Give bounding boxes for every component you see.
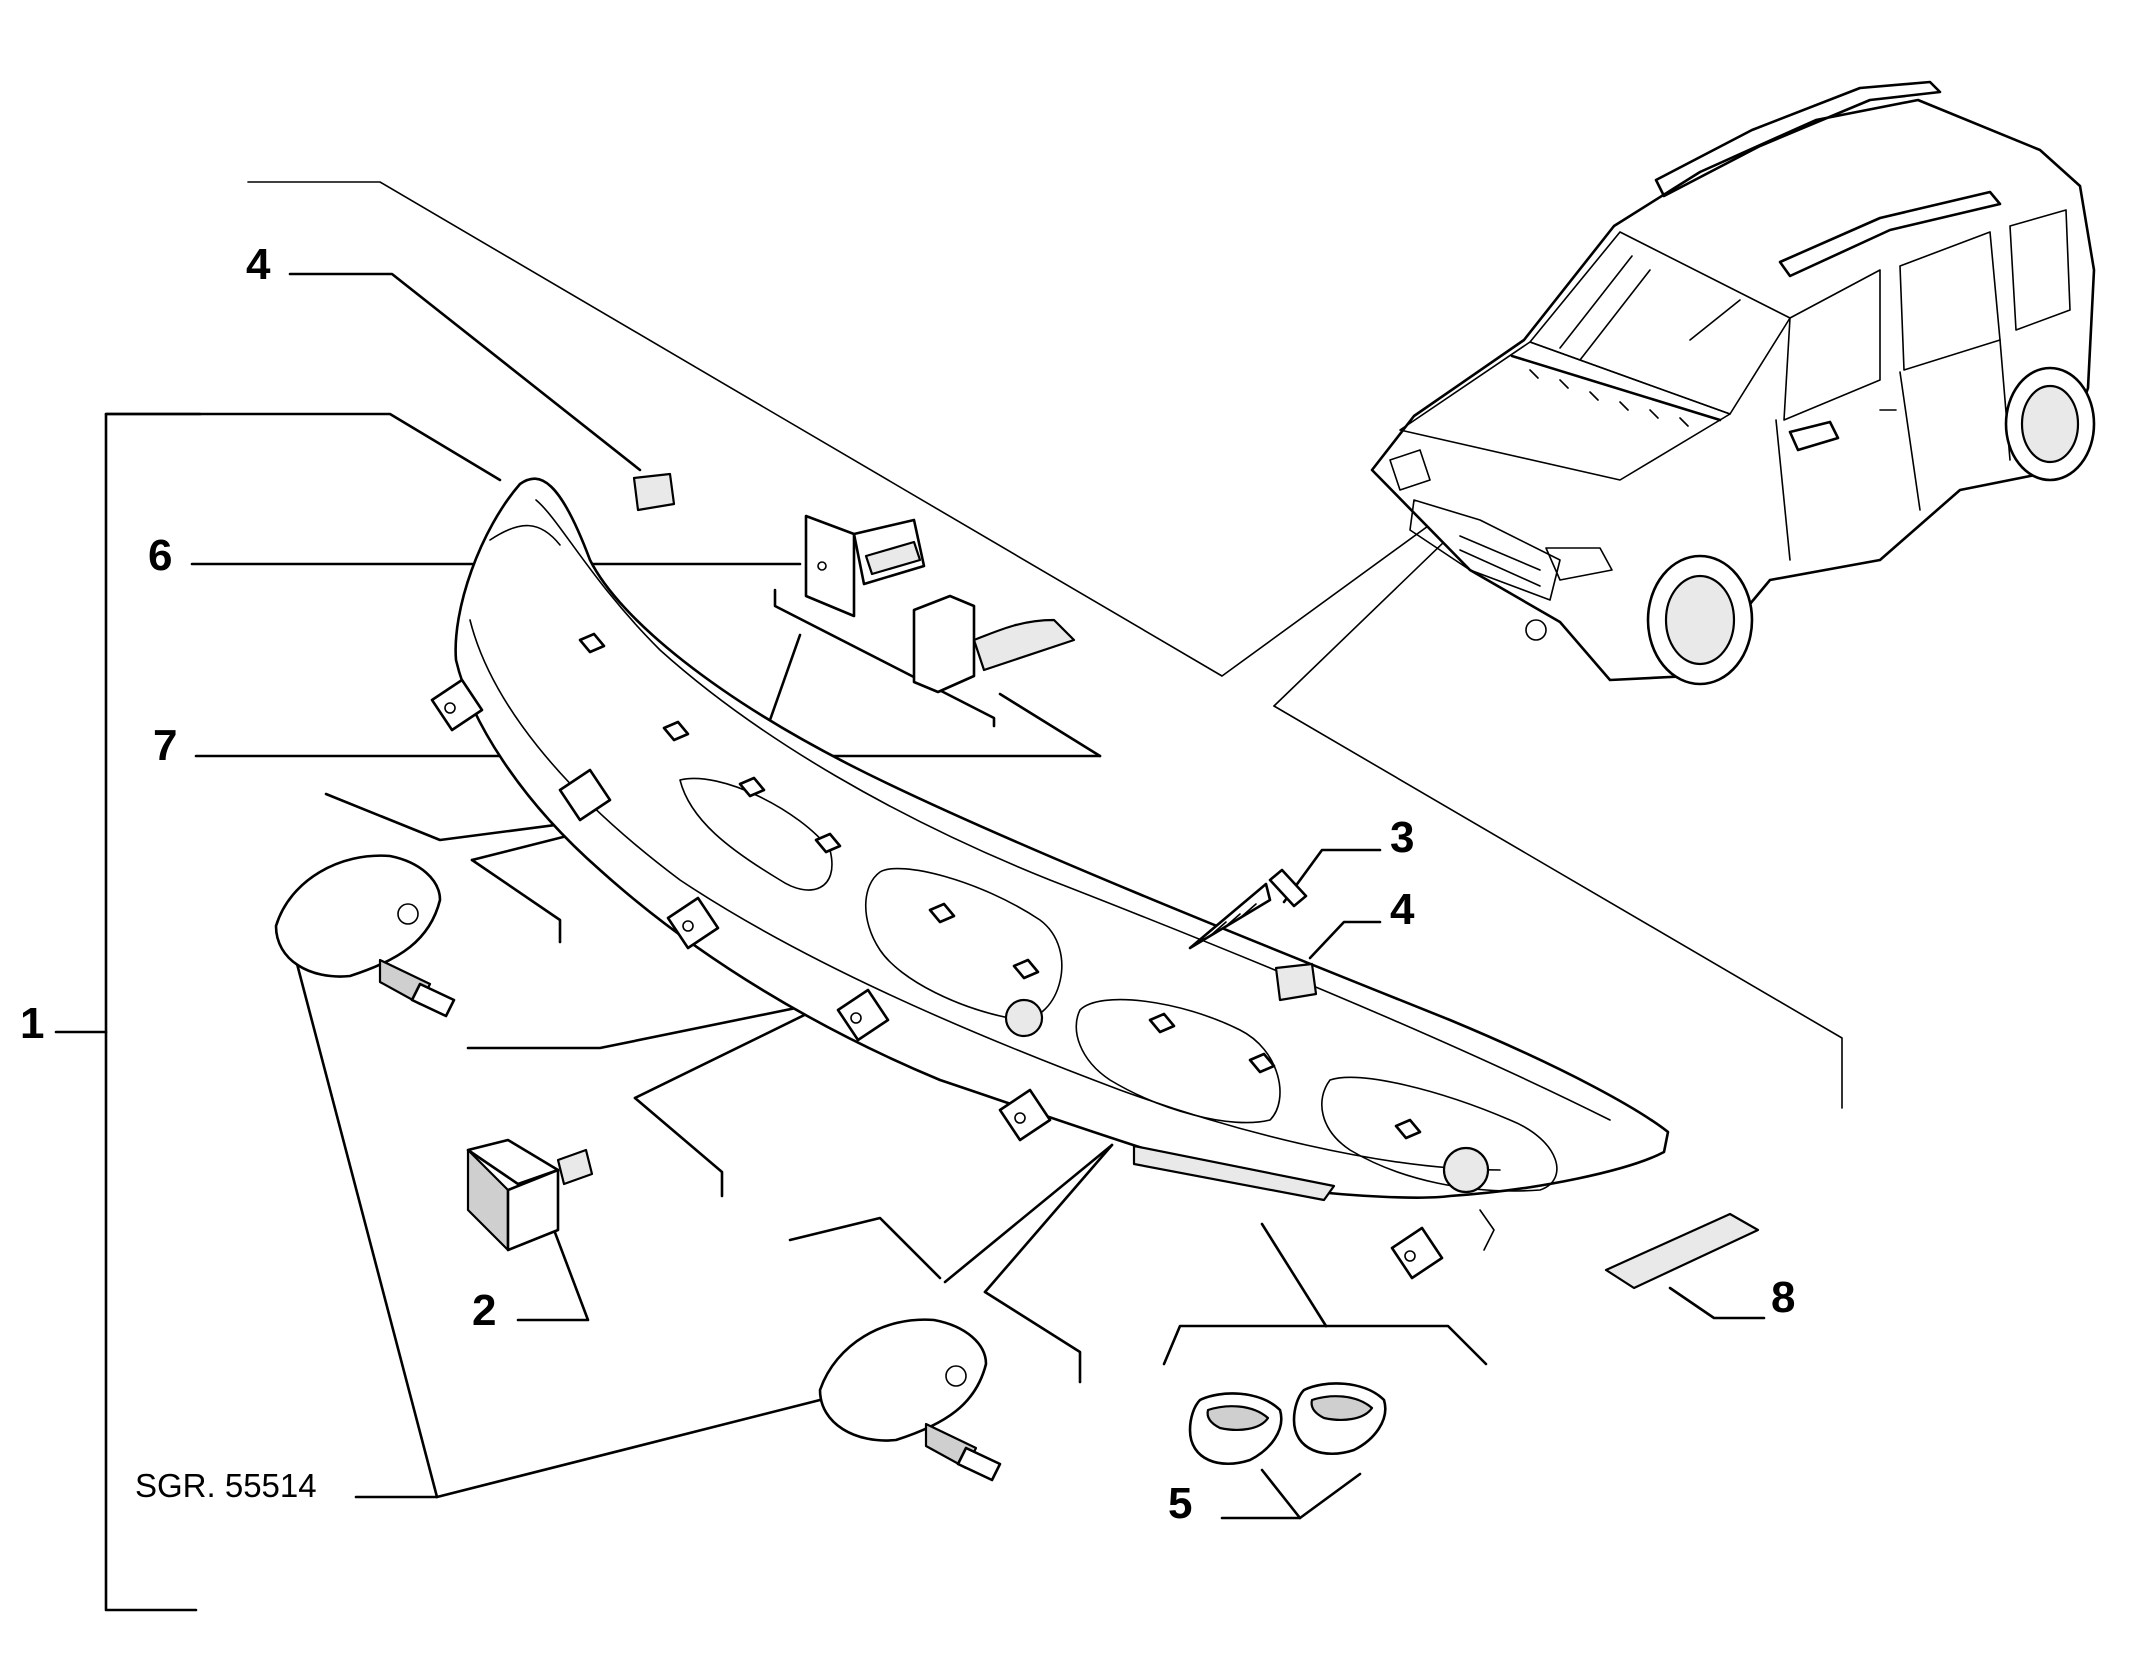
callout-2: 2 bbox=[472, 1286, 496, 1335]
reference-code: SGR. 55514 bbox=[135, 1467, 317, 1504]
tape-8 bbox=[1604, 1212, 1760, 1290]
callout-8: 8 bbox=[1771, 1273, 1795, 1322]
car-illustration bbox=[1370, 80, 2096, 686]
callout-7: 7 bbox=[153, 721, 177, 770]
washer-nozzle-left bbox=[274, 854, 456, 1018]
bracket-6 bbox=[804, 514, 926, 618]
callout-5: 5 bbox=[1168, 1479, 1192, 1528]
grommets-5 bbox=[1188, 1382, 1387, 1465]
pad-4-top bbox=[632, 472, 676, 512]
pad-4-right bbox=[1274, 962, 1318, 1002]
callout-4-right: 4 bbox=[1390, 885, 1415, 934]
callout-6: 6 bbox=[148, 531, 172, 580]
screw-3 bbox=[1188, 868, 1308, 950]
callout-3: 3 bbox=[1390, 813, 1414, 862]
callout-1: 1 bbox=[20, 999, 44, 1048]
cowl-panel bbox=[430, 477, 1670, 1280]
clip-6 bbox=[912, 594, 1076, 694]
callout-4-top: 4 bbox=[246, 240, 271, 289]
connector-2 bbox=[466, 1138, 594, 1252]
washer-nozzle-right bbox=[818, 1318, 1002, 1482]
